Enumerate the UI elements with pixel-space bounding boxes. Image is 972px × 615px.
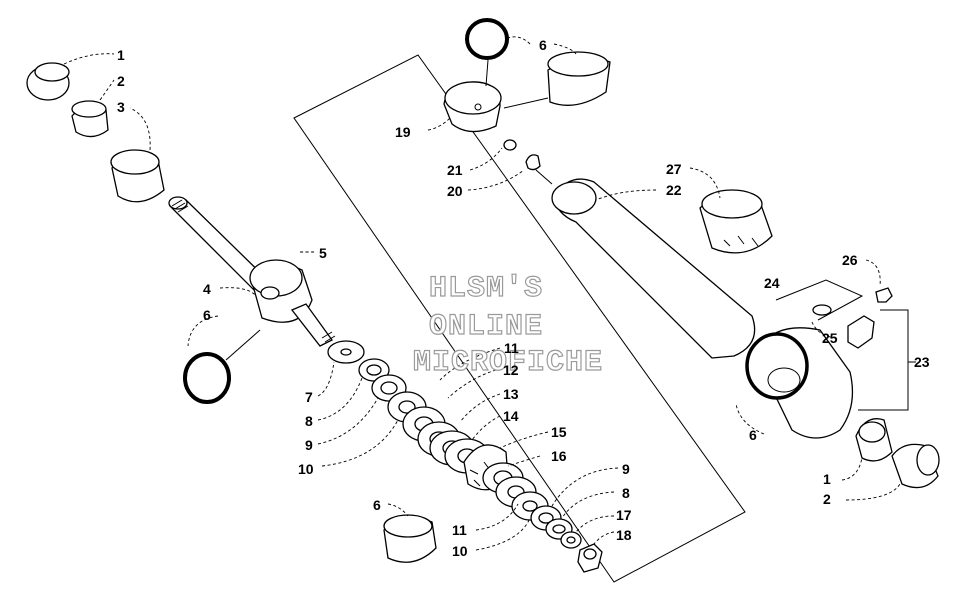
callout-2-top-left: 2 [117, 73, 125, 89]
bushing-1-left [26, 62, 70, 101]
callout-8-lower: 8 [622, 485, 630, 501]
callout-6-left-o-ring: 6 [203, 307, 211, 323]
callout-23: 23 [914, 354, 930, 370]
rod-end-cap-5 [249, 259, 336, 347]
reservoir-body [745, 327, 854, 439]
callout-8-upper: 8 [305, 413, 313, 429]
bushing-1-right [855, 418, 893, 462]
callout-6-reservoir: 6 [749, 427, 757, 443]
callout-11-lower: 11 [452, 522, 467, 538]
callout-6-top: 6 [539, 37, 547, 53]
o-ring-21 [503, 139, 517, 151]
watermark-line-3: MICROFICHE [413, 346, 603, 380]
callout-22: 22 [666, 182, 682, 198]
callout-9-lower: 9 [622, 461, 630, 477]
valve-screw-20 [525, 154, 541, 171]
nut-18 [577, 543, 603, 573]
shim-8 [358, 358, 390, 382]
callout-26: 26 [842, 252, 858, 268]
callout-25: 25 [822, 330, 838, 346]
shim-8-lower [545, 518, 573, 540]
callout-3: 3 [117, 99, 125, 115]
callout-10-upper: 10 [298, 461, 314, 477]
callout-27: 27 [666, 161, 682, 177]
schrader-valve-26 [875, 287, 893, 303]
callout-19: 19 [395, 124, 411, 140]
callout-18: 18 [616, 527, 632, 543]
callout-1-right: 1 [823, 471, 831, 487]
washer-17 [560, 531, 582, 549]
assembly-bracket-outline [293, 54, 746, 583]
washer-7 [327, 340, 365, 364]
callout-16: 16 [551, 448, 567, 464]
o-ring-6-left [183, 352, 231, 404]
bushing-6-top [547, 51, 611, 106]
o-ring-6-top [465, 18, 509, 60]
callout-1-top-left: 1 [117, 47, 125, 63]
sleeve-2-left [71, 100, 109, 138]
bushing-27 [699, 189, 773, 254]
eyelet-3 [110, 149, 165, 203]
bracket-24 [775, 279, 864, 321]
callout-12: 12 [503, 362, 519, 378]
watermark-line-2: ONLINE [429, 310, 543, 344]
bushing-6-bottom [383, 514, 437, 563]
callout-5: 5 [319, 245, 327, 261]
callout-11-upper: 11 [504, 340, 519, 356]
callout-10-lower: 10 [452, 543, 468, 559]
callout-15: 15 [551, 424, 567, 440]
callout-6-bottom-bushing: 6 [373, 497, 381, 513]
callout-20: 20 [447, 183, 463, 199]
callout-17: 17 [616, 507, 632, 523]
callout-7: 7 [305, 389, 313, 405]
callout-21: 21 [447, 162, 463, 178]
body-tube-22 [551, 178, 756, 359]
callout-14: 14 [503, 408, 519, 424]
callout-24: 24 [764, 275, 780, 291]
valve-cap-23 [847, 315, 875, 349]
bracket-23 [858, 309, 909, 411]
callout-2-right: 2 [823, 491, 831, 507]
callout-4: 4 [203, 281, 211, 297]
watermark-line-1: HLSM'S [429, 272, 543, 306]
floating-piston-19 [443, 81, 502, 133]
sleeve-2-right [891, 443, 940, 489]
callout-9-upper: 9 [305, 437, 313, 453]
callout-13: 13 [503, 386, 519, 402]
o-ring-25 [812, 304, 832, 316]
